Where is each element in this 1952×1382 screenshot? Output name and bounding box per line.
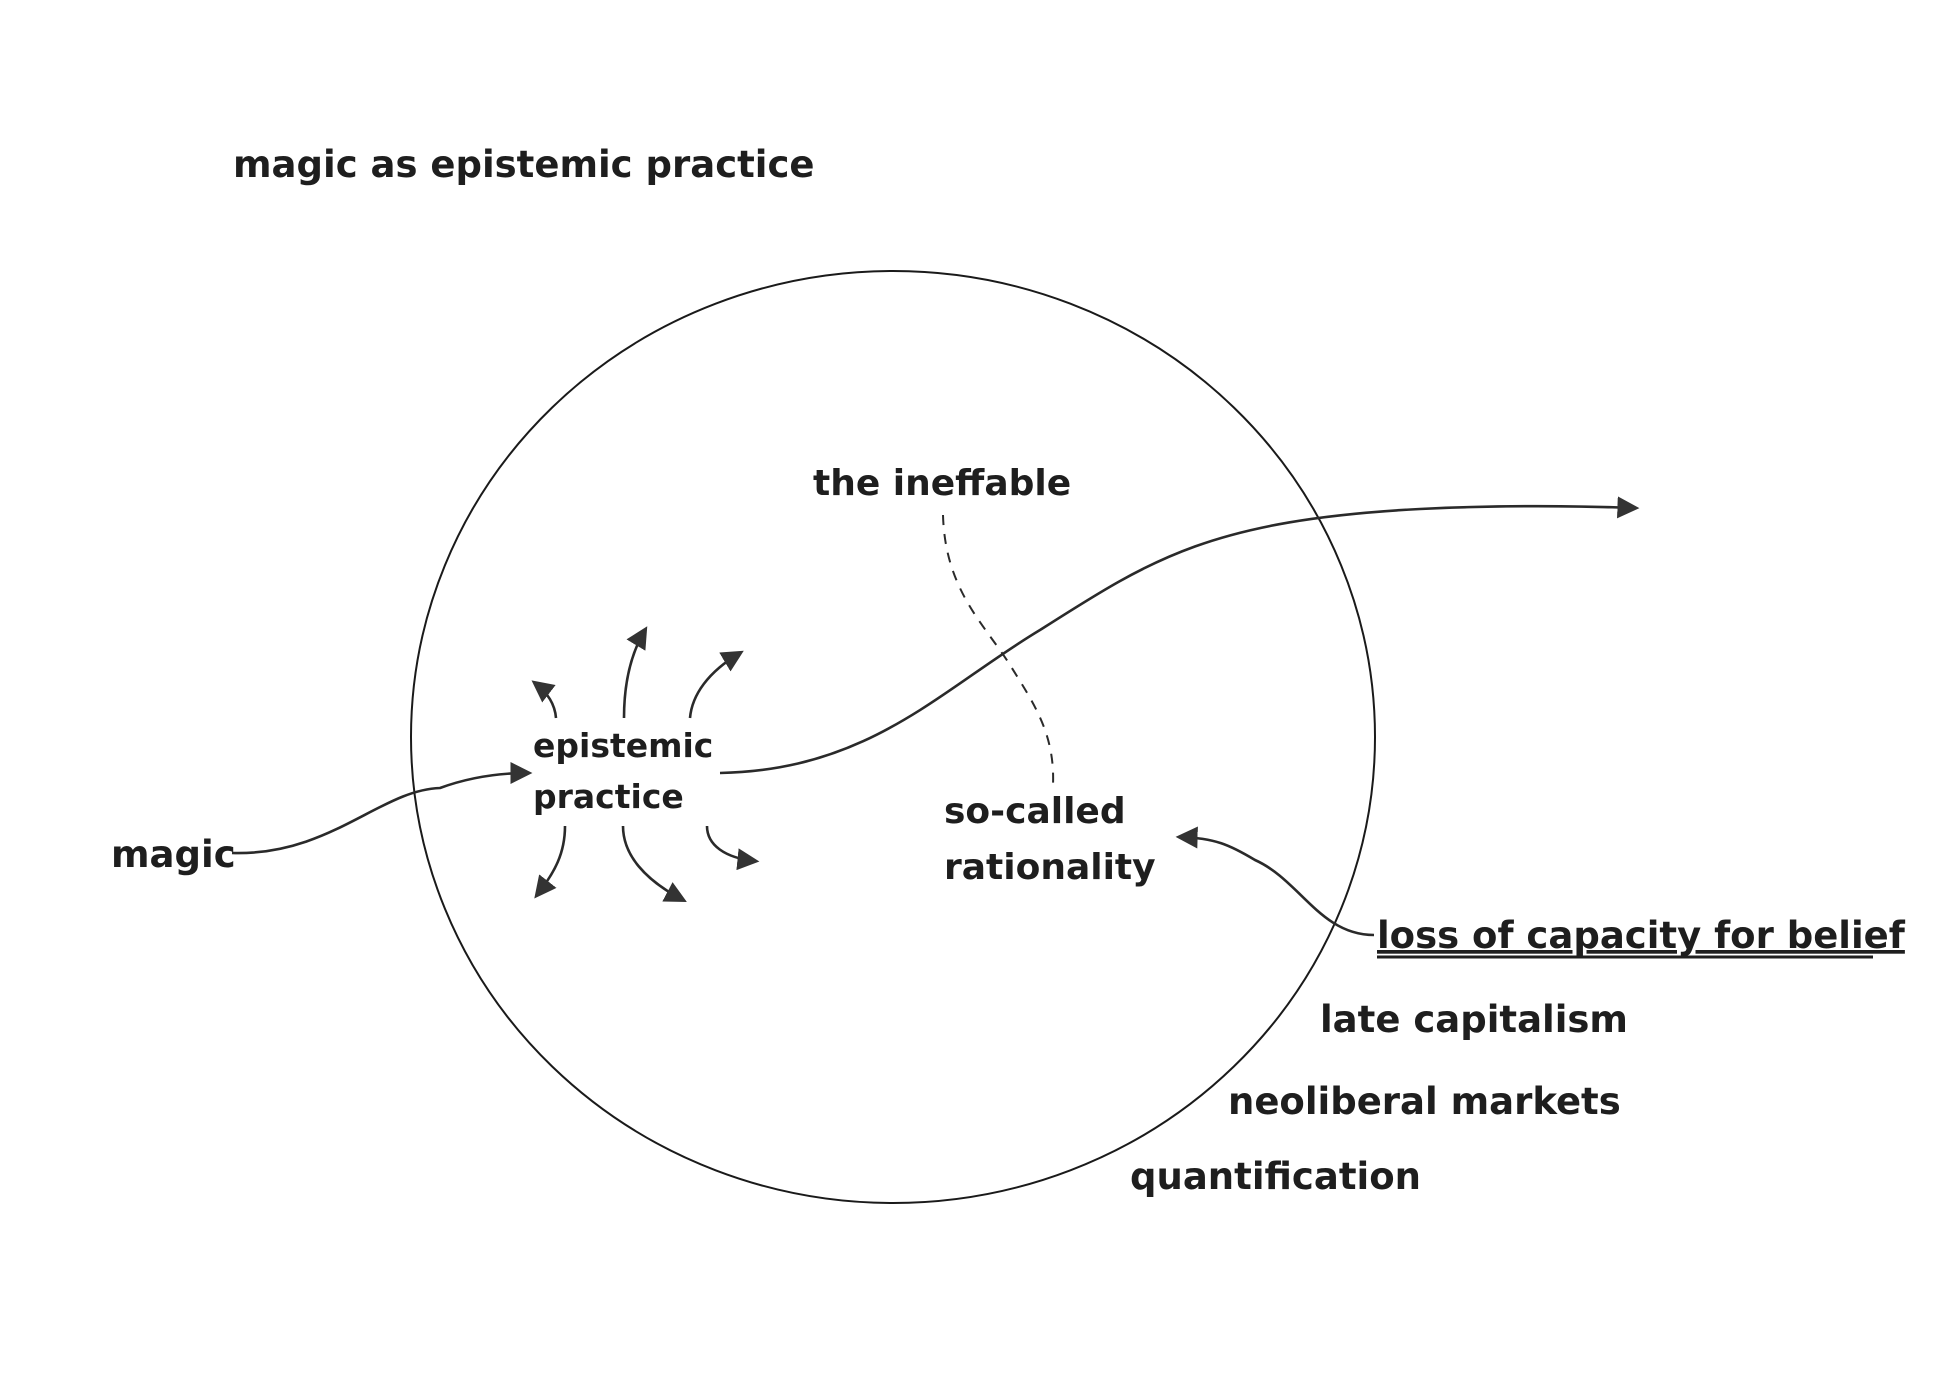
node-the-ineffable: the ineffable — [813, 463, 1071, 504]
arrow-practice-outward — [719, 496, 1640, 775]
radiating-arrow-lower-right — [705, 825, 760, 871]
arrow-loss-to-rationality — [1175, 826, 1375, 937]
node-epistemic-label-line2: practice — [533, 777, 684, 816]
node-loss-of-capacity: loss of capacity for belief — [1377, 914, 1906, 957]
radiating-arrow-down — [621, 825, 687, 903]
radiating-arrow-lower-left — [534, 825, 567, 899]
dashed-connector — [942, 514, 1055, 786]
radiating-arrow-upper-left — [531, 680, 558, 719]
context-circle — [410, 270, 1376, 1204]
node-quantification: quantification — [1130, 1155, 1421, 1198]
radiating-arrow-upper-right — [688, 650, 744, 719]
node-epistemic-label-line1: epistemic — [533, 726, 713, 765]
node-neoliberal-markets: neoliberal markets — [1228, 1080, 1621, 1123]
node-rationality-line2: rationality — [944, 847, 1156, 888]
diagram-title: magic as epistemic practice — [233, 143, 815, 186]
node-magic: magic — [111, 833, 236, 876]
node-late-capitalism: late capitalism — [1320, 998, 1628, 1041]
node-rationality-line1: so-called — [944, 791, 1126, 832]
radiating-arrow-up — [622, 626, 648, 719]
arrow-magic-to-practice — [231, 762, 533, 855]
radiating-arrows — [531, 626, 760, 903]
